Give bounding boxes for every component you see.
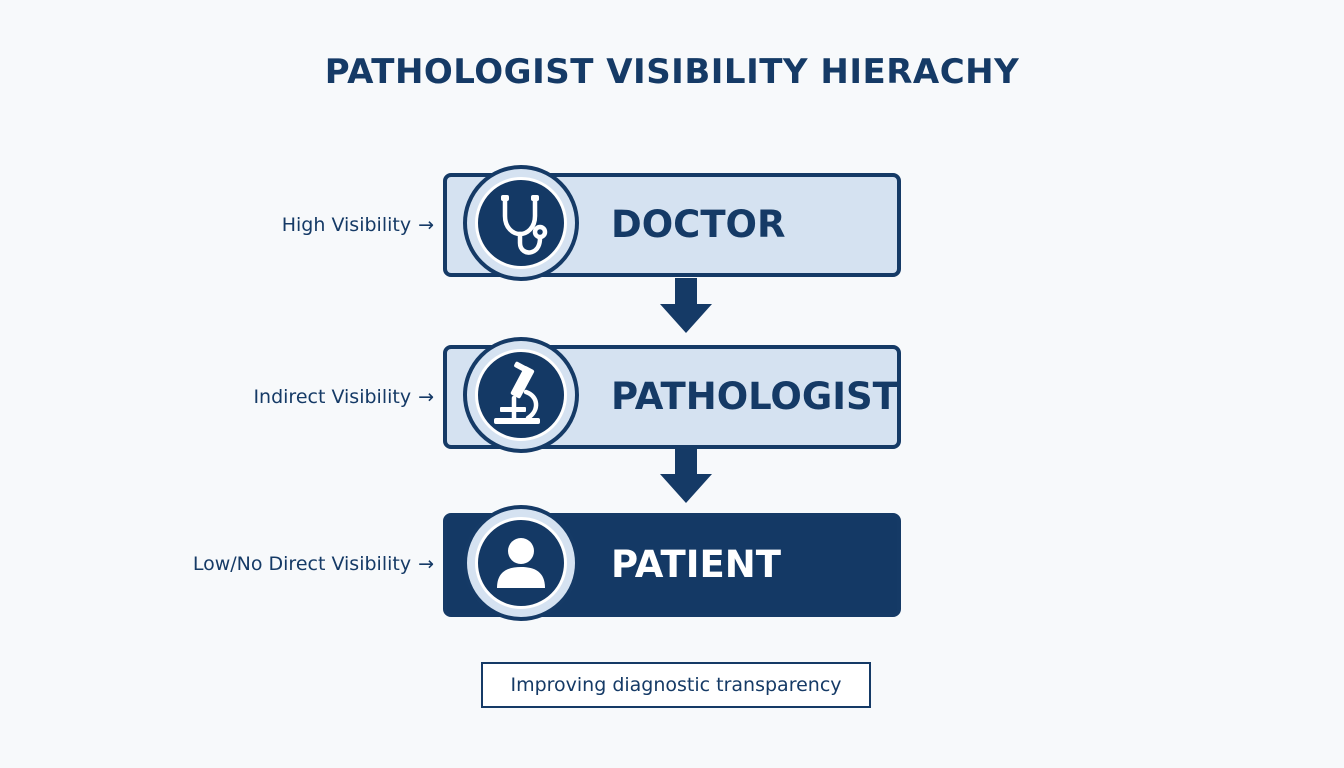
tier-patient: PATIENT <box>443 505 901 621</box>
footer-caption: Improving diagnostic transparency <box>481 662 871 708</box>
badge-pathologist <box>463 337 579 453</box>
down-arrow-icon <box>660 448 712 503</box>
tier-label-pathologist: PATHOLOGIST <box>611 375 898 418</box>
badge-patient <box>463 505 579 621</box>
side-label-text: Indirect Visibility <box>253 386 412 408</box>
microscope-icon <box>475 349 567 441</box>
stethoscope-icon <box>475 177 567 269</box>
tier-label-patient: PATIENT <box>611 543 781 586</box>
side-label-high-visibility: High Visibility → <box>282 214 434 236</box>
person-icon <box>475 517 567 609</box>
side-label-low-visibility: Low/No Direct Visibility → <box>193 553 434 575</box>
tier-pathologist: PATHOLOGIST <box>443 337 901 453</box>
tier-doctor: DOCTOR <box>443 165 901 281</box>
right-arrow-icon: → <box>418 214 434 236</box>
side-label-text: High Visibility <box>281 214 412 236</box>
right-arrow-icon: → <box>418 386 434 408</box>
right-arrow-icon: → <box>418 553 434 575</box>
down-arrow-icon <box>660 278 712 333</box>
tier-label-doctor: DOCTOR <box>611 203 786 246</box>
side-label-text: Low/No Direct Visibility <box>192 553 412 575</box>
diagram-title: PATHOLOGIST VISIBILITY HIERACHY <box>324 52 1020 92</box>
side-label-indirect-visibility: Indirect Visibility → <box>253 386 434 408</box>
badge-doctor <box>463 165 579 281</box>
